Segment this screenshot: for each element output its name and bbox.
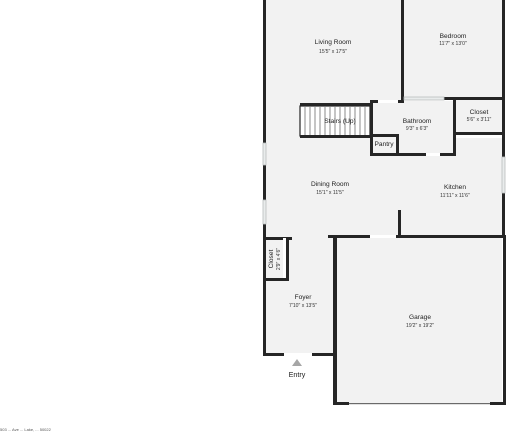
wall-top-of-garage-b: [396, 235, 505, 238]
dining-kitchen-floor: [266, 138, 502, 236]
garage-door: [349, 403, 490, 405]
kitchen-name: Kitchen: [444, 184, 466, 191]
bedroom-dims: 11'7" x 13'0": [439, 41, 467, 47]
door-entry: [284, 353, 312, 356]
garage-name: Garage: [409, 314, 431, 321]
wall-closet-lower-south: [263, 278, 289, 281]
closet-lower-dims: 2'9" x 4'6": [276, 248, 282, 270]
living-room-name: Living Room: [315, 39, 352, 46]
wall-pantry-north: [370, 134, 399, 137]
wall-top-of-garage-a: [328, 235, 370, 238]
foyer-name: Foyer: [295, 294, 313, 301]
door-bath-south: [426, 153, 440, 156]
wall-garage-east: [503, 235, 506, 405]
garage-floor: [337, 238, 502, 403]
wall-garage-south-b: [490, 402, 506, 405]
doors: [283, 100, 440, 356]
foyer-dims: 7'10" x 13'5": [289, 303, 317, 309]
door-closet-lower: [283, 238, 286, 278]
wall-foyer-garage: [333, 236, 337, 404]
entry-arrow-icon: [292, 359, 302, 366]
wall-stairs-top: [300, 103, 372, 106]
wall-kitchen-divider: [398, 210, 401, 238]
wall-stairs-bottom: [300, 135, 372, 138]
closet-upper-dims: 5'6" x 3'11": [467, 117, 492, 123]
dining-room-dims: 15'1" x 11'5": [316, 190, 344, 196]
wall-east-upper: [502, 0, 505, 236]
wall-bath-south-b: [440, 153, 456, 156]
closet-lower-label: Closet 2'9" x 4'6": [268, 248, 282, 270]
entry-label: Entry: [289, 370, 306, 379]
living-room-dims: 15'5" x 17'5": [319, 49, 347, 55]
dining-room-name: Dining Room: [311, 181, 350, 188]
stairs-name: Stairs (Up): [324, 118, 356, 125]
stairs-treads: [299, 105, 371, 137]
foyer-floor: [266, 236, 334, 353]
footer-address: 503 ... Ave ... Lake, ... 50022: [0, 427, 52, 432]
wall-garage-south-a: [333, 402, 349, 405]
bathroom-name: Bathroom: [403, 118, 432, 125]
wall-pantry-east: [396, 136, 399, 156]
windows: [262, 96, 506, 225]
window-east-kitchen: [501, 156, 506, 194]
window-living-north: [403, 96, 445, 101]
wall-bath-east: [453, 132, 456, 156]
closet-upper-name: Closet: [470, 109, 489, 116]
walls: [263, 0, 506, 405]
wall-closet-lower-east: [286, 237, 289, 281]
wall-bath-west: [370, 100, 373, 156]
garage-dims: 19'2" x 19'2": [406, 323, 434, 329]
wall-closet-lower-north: [263, 237, 292, 240]
kitchen-dims: 11'11" x 11'6": [440, 193, 470, 199]
bedroom-floor: [404, 0, 502, 97]
bedroom-name: Bedroom: [440, 33, 467, 40]
window-west-1: [262, 142, 267, 166]
closet-lower-name: Closet: [268, 249, 275, 268]
bathroom-dims: 9'3" x 6'3": [406, 126, 428, 132]
floor-fills: [266, 0, 502, 403]
wall-living-bedroom: [401, 0, 404, 101]
window-west-2: [262, 199, 267, 225]
door-bath-north: [378, 100, 398, 103]
wall-closet-south: [453, 132, 505, 135]
pantry-name: Pantry: [374, 141, 394, 148]
closet-upper-floor: [456, 98, 502, 133]
door-garage: [370, 235, 396, 238]
wall-west: [263, 0, 266, 356]
wall-closet-west: [453, 97, 456, 135]
